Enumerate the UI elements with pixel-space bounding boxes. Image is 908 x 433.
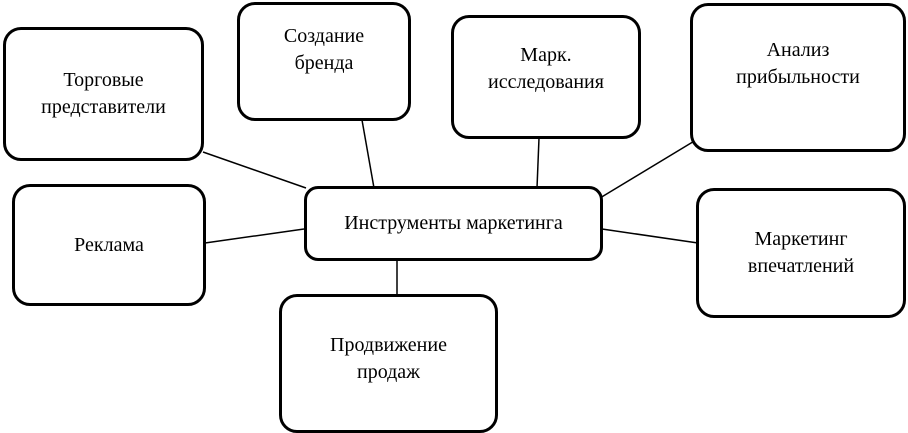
node-sales-promotion: Продвижение продаж (279, 294, 498, 433)
node-line: исследования (488, 71, 604, 93)
node-market-research: Марк. исследования (451, 15, 641, 139)
connector-profit-analysis (599, 139, 697, 199)
node-line: бренда (294, 52, 354, 74)
node-line: представители (41, 96, 166, 118)
center-label: Инструменты маркетинга (344, 212, 563, 234)
node-experience-marketing: Маркетинг впечатлений (696, 188, 906, 318)
connector-experience-marketing (601, 228, 699, 244)
connector-advertising (204, 228, 305, 244)
node-sales-reps: Торговые представители (3, 27, 204, 161)
node-line: Продвижение (330, 333, 447, 356)
node-line: прибыльности (736, 65, 860, 88)
node-line: Создание (283, 25, 365, 47)
center-node: Инструменты маркетинга (304, 186, 603, 261)
node-profit-analysis: Анализ прибыльности (690, 3, 906, 152)
node-branding: Создание бренда (237, 2, 411, 121)
node-line: Анализ (766, 38, 830, 61)
node-line: продаж (357, 360, 420, 383)
node-advertising: Реклама (12, 184, 206, 306)
node-line: Маркетинг (754, 228, 848, 250)
node-line: Марк. (520, 44, 572, 66)
connector-branding (361, 119, 375, 189)
connector-market-research (536, 137, 540, 189)
node-line: впечатлений (747, 255, 855, 277)
node-line: Реклама (74, 233, 144, 256)
node-line: Торговые (63, 69, 144, 91)
connector-sales-reps (202, 151, 307, 189)
